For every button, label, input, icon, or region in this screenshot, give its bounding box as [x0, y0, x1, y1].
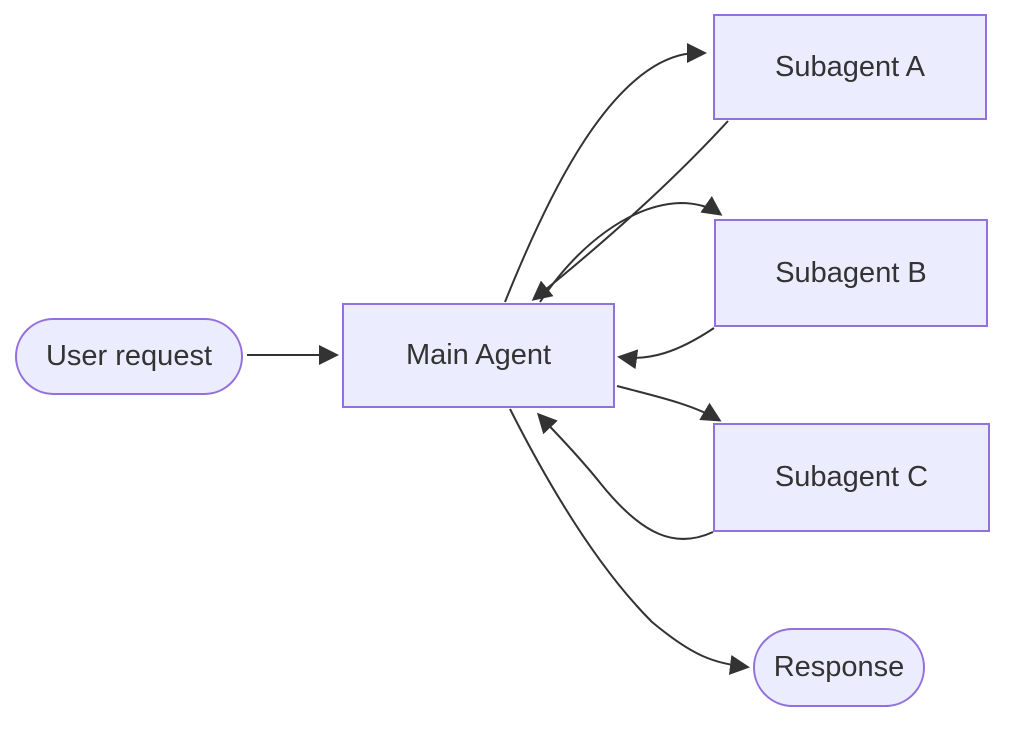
node-response-label: Response — [773, 651, 905, 683]
node-main-agent-label: Main Agent — [405, 339, 552, 371]
node-subagent-b-label: Subagent B — [775, 256, 927, 289]
node-subagent-c: Subagent C — [713, 423, 990, 532]
node-user-request: User request — [15, 318, 243, 395]
edge-main-agent-to-subagent-b — [539, 196, 723, 303]
node-subagent-a-label: Subagent A — [775, 50, 925, 83]
edge-subagent-c-to-main-agent — [536, 412, 714, 540]
edge-main-agent-to-subagent-c — [616, 385, 722, 422]
node-main-agent: Main Agent — [342, 303, 615, 408]
edge-main-agent-to-response — [509, 408, 750, 675]
node-response: Response — [753, 628, 925, 707]
edge-main-agent-to-subagent-a — [504, 43, 707, 303]
node-subagent-a: Subagent A — [713, 14, 987, 120]
node-subagent-b: Subagent B — [714, 219, 988, 327]
node-subagent-c-label: Subagent C — [774, 461, 929, 493]
edge-subagent-b-to-main-agent — [617, 327, 715, 370]
node-user-request-label: User request — [45, 340, 212, 372]
